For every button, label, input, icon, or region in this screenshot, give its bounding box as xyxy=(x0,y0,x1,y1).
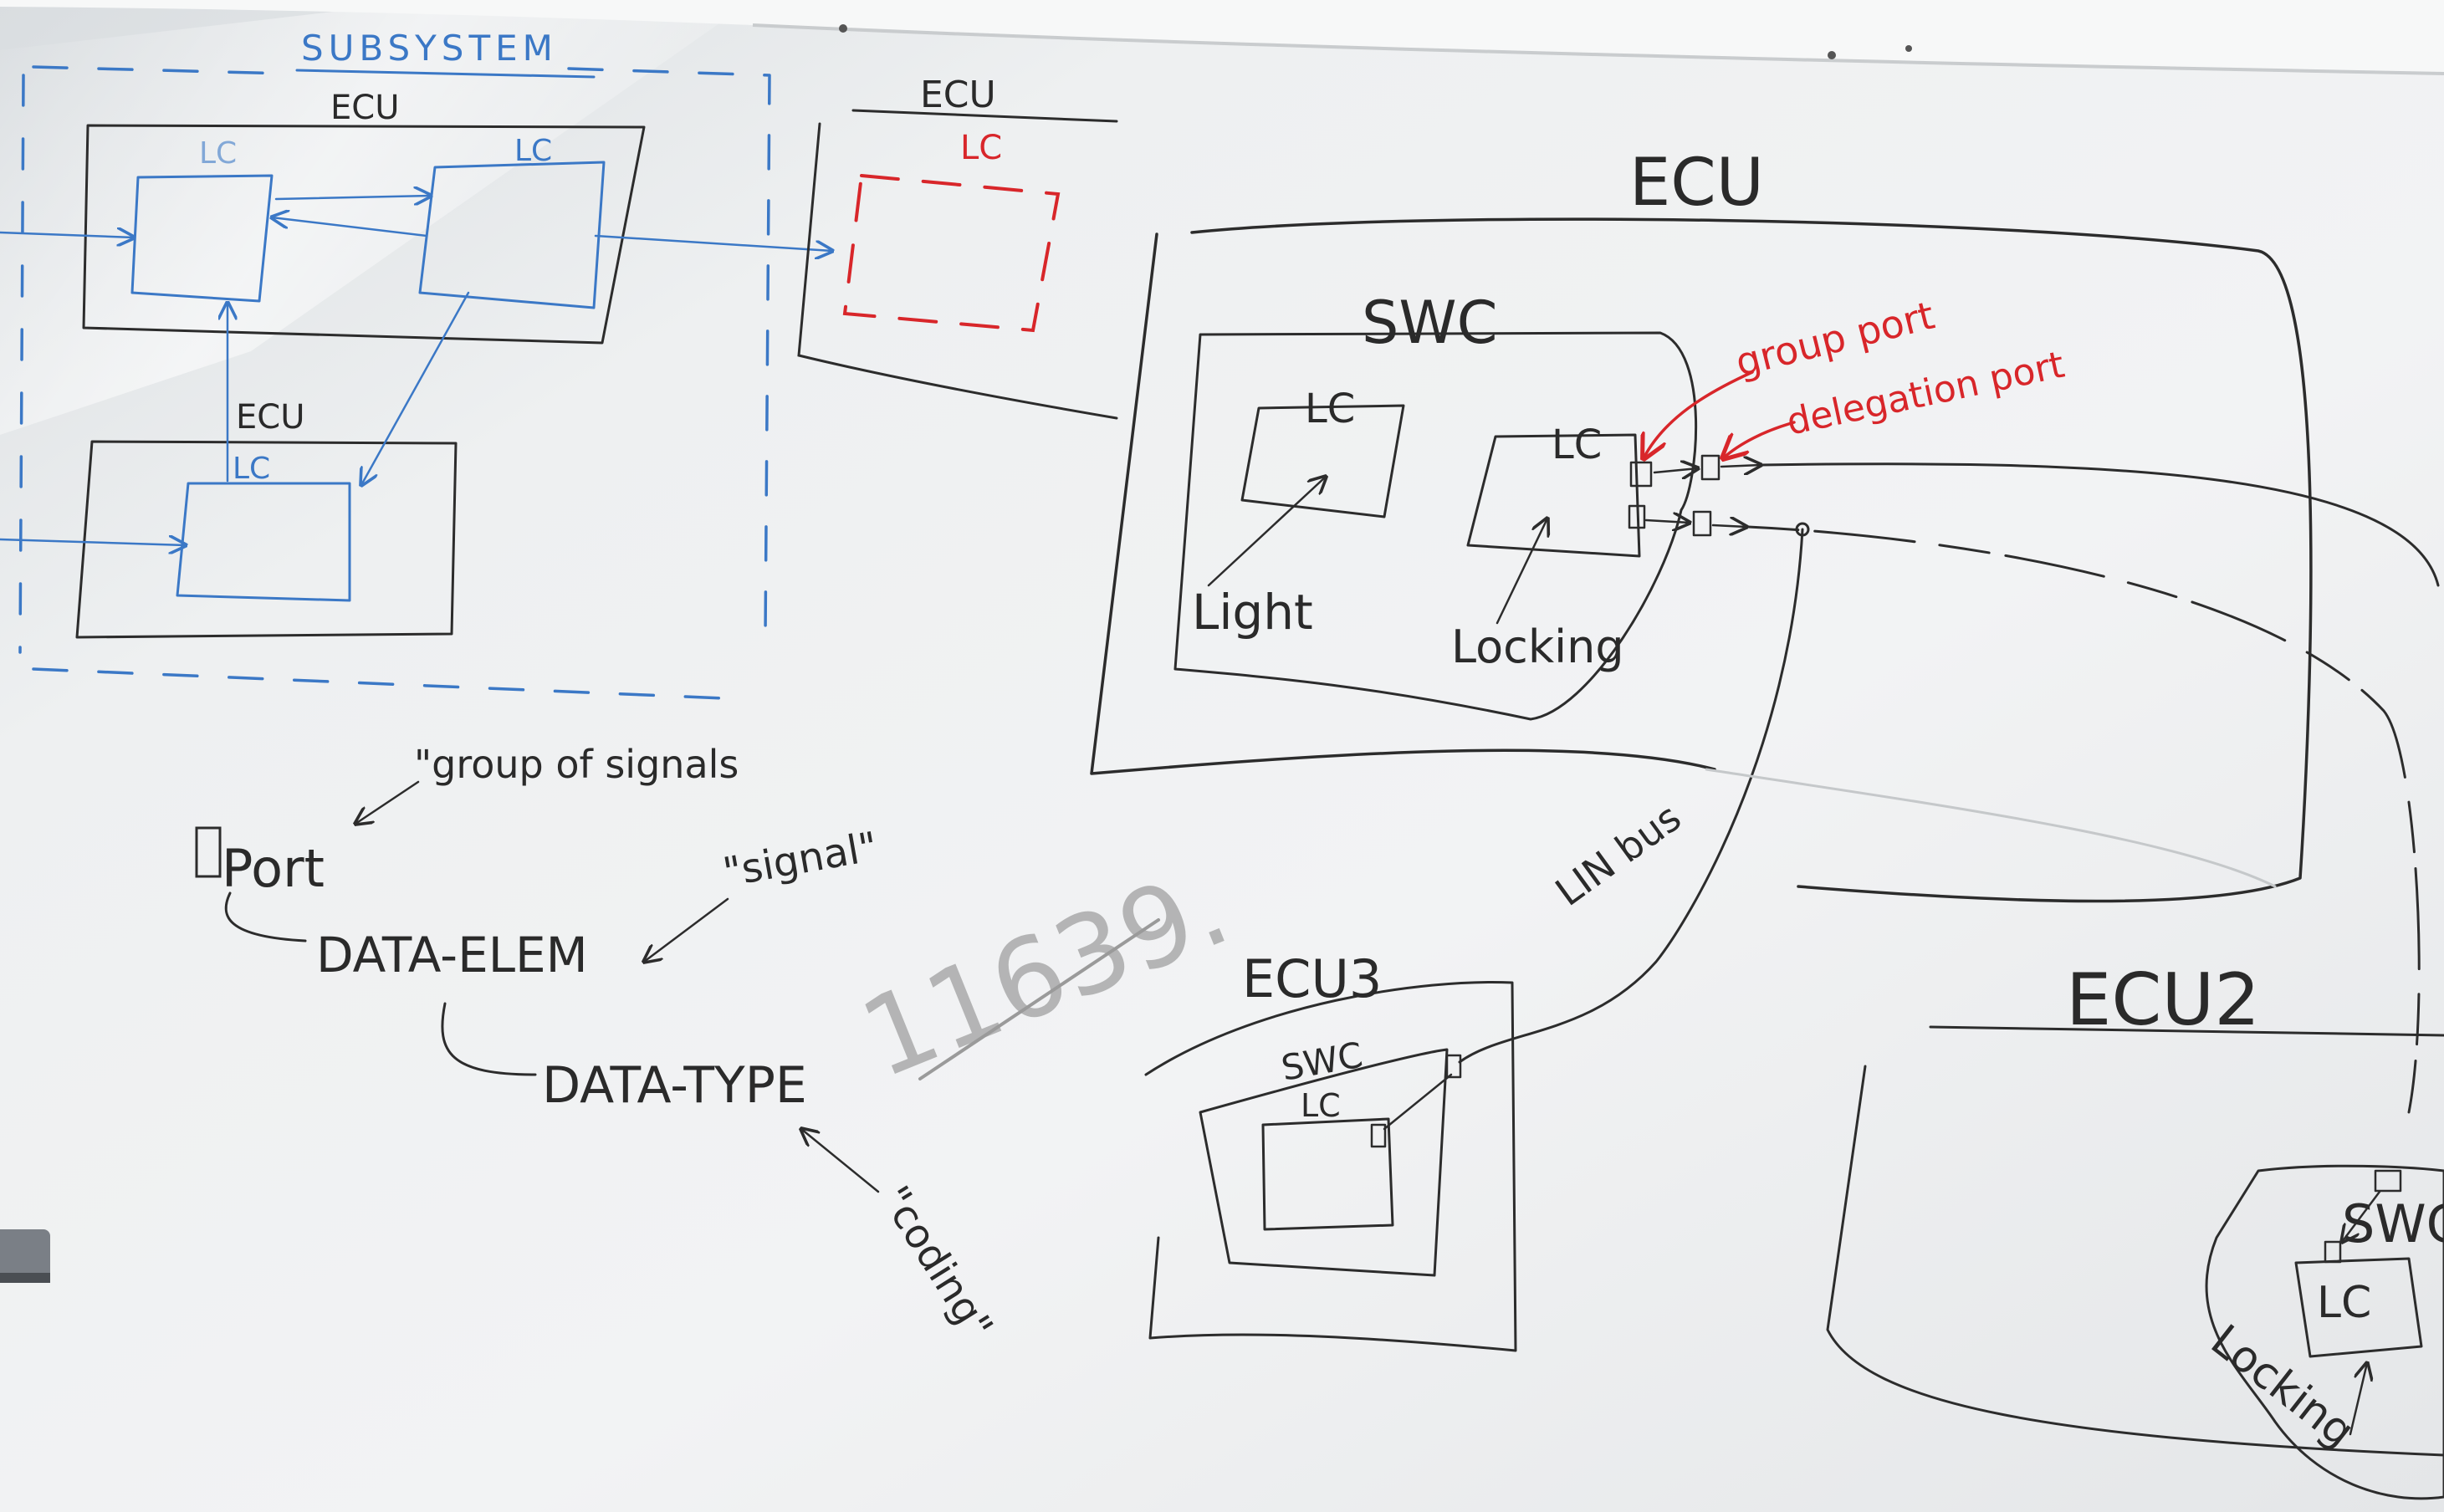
ecu-bottom-box xyxy=(75,440,458,639)
ecu3-lc-label: LC xyxy=(1301,1087,1341,1124)
port-icon xyxy=(1628,504,1646,529)
port-icon xyxy=(195,826,222,878)
ecu2-box xyxy=(1826,1065,2444,1457)
port-to-data-elem-connector xyxy=(224,891,307,942)
eraser-felt xyxy=(0,1273,50,1283)
red-lc-box xyxy=(842,173,1061,333)
frame-screw xyxy=(839,24,847,33)
port-out-1 xyxy=(1720,465,1761,467)
port-icon xyxy=(1692,510,1712,537)
swc-box xyxy=(1173,331,1698,721)
main-ecu-group: ECU SWC LC LC Light Locking xyxy=(1090,146,2440,1114)
ecu2-port-icon xyxy=(2374,1169,2402,1193)
ecu2-swc-label: SWC xyxy=(2342,1193,2444,1254)
ecu2-lc-port-icon xyxy=(2324,1240,2342,1264)
ecu2-lc-box xyxy=(2294,1257,2423,1358)
group-of-signals-arrow xyxy=(355,780,420,824)
ecu3-label: ECU3 xyxy=(1242,948,1382,1009)
ecu-to-red-ecu-arrow xyxy=(594,234,832,251)
lc-c-box xyxy=(176,482,351,602)
lc-b-to-lc-c-arrow xyxy=(361,291,470,485)
eraser xyxy=(0,1229,50,1280)
ecu3-lc-box xyxy=(1261,1117,1394,1231)
swc-label: SWC xyxy=(1362,289,1498,357)
port-label: Port xyxy=(222,838,325,899)
ecu-bottom-label: ECU xyxy=(236,398,304,437)
port-link-1 xyxy=(1653,468,1698,472)
light-arrow xyxy=(1207,477,1326,587)
group-port-arrow xyxy=(1644,370,1754,458)
subsystem-boundary xyxy=(32,65,771,701)
ghost-number-underline xyxy=(918,918,1160,1080)
red-ecu-box xyxy=(797,109,1118,420)
ecu3-port-link xyxy=(1383,1073,1453,1131)
external-input-arrow-2 xyxy=(0,539,186,545)
data-type-label: DATA-TYPE xyxy=(542,1056,807,1115)
lc-c-label: LC xyxy=(233,452,270,486)
ecu3-lc-port-icon xyxy=(1370,1123,1387,1148)
group-of-signals-note: "group of signals xyxy=(414,742,739,787)
ecu2-swc-box xyxy=(2205,1164,2444,1500)
main-ecu-box xyxy=(1090,217,2313,903)
ecu-to-ecu2-lower-connection xyxy=(1746,525,2421,1114)
frame-screw xyxy=(1905,45,1912,52)
signal-arrow xyxy=(644,897,729,962)
subsystem-label-underline xyxy=(295,69,596,79)
lc-b-label: LC xyxy=(514,134,552,168)
ecu-top-label: ECU xyxy=(330,89,399,127)
lin-bus-node xyxy=(1795,522,1810,537)
ecu-to-ecu2-connection xyxy=(1759,462,2440,587)
ecu3-port-icon xyxy=(1445,1054,1462,1079)
port-out-2 xyxy=(1711,525,1746,527)
ecu2-top-line xyxy=(1929,1025,2444,1037)
lc-b-box xyxy=(418,161,606,309)
ecu2-label: ECU2 xyxy=(2066,958,2260,1042)
red-ecu-label: ECU xyxy=(920,74,996,116)
port-link-2 xyxy=(1644,520,1690,523)
lc-b-to-lc-a-arrow xyxy=(272,217,428,238)
ecu3-swc-box xyxy=(1199,1048,1449,1277)
ecu2-port-link xyxy=(2342,1190,2381,1242)
ecu-top-box xyxy=(82,124,646,345)
lc-a-to-lc-b-arrow xyxy=(274,196,431,199)
lc-light-label: LC xyxy=(1305,386,1355,432)
lc-a-label: LC xyxy=(199,136,237,171)
ecu2-lc-label: LC xyxy=(2317,1278,2371,1328)
data-elem-label: DATA-ELEM xyxy=(316,927,588,983)
delegation-port-arrow xyxy=(1723,421,1796,458)
subsystem-label: SUBSYSTEM xyxy=(301,28,558,69)
locking-label: Locking xyxy=(1451,621,1624,673)
external-input-arrow xyxy=(0,232,134,238)
frame-screw xyxy=(1828,51,1836,59)
locking-arrow xyxy=(1496,518,1547,625)
red-ecu-group: ECU LC xyxy=(797,74,1118,420)
ecu2-locking-arrow xyxy=(2349,1363,2367,1436)
board-frame-edge xyxy=(752,23,2444,75)
data-elem-to-data-type-connector xyxy=(441,1002,537,1076)
faint-erased-line xyxy=(1705,768,2277,888)
delegation-port-icon xyxy=(1700,454,1721,481)
lc-locking-box xyxy=(1466,433,1641,558)
ecu3-group: ECU3 SWC LC xyxy=(1144,948,1517,1352)
main-ecu-label: ECU xyxy=(1629,146,1764,221)
light-label: Light xyxy=(1192,584,1313,641)
coding-arrow xyxy=(801,1129,880,1193)
ecu3-box xyxy=(1144,981,1517,1352)
subsystem-diagram: SUBSYSTEM ECU LC LC ECU LC xyxy=(0,28,832,701)
lc-a-box xyxy=(130,174,274,303)
lin-bus-line xyxy=(1458,528,1804,1064)
lc-light-box xyxy=(1240,404,1405,518)
light-glare xyxy=(0,0,753,435)
lc-locking-label: LC xyxy=(1552,421,1602,468)
red-lc-label: LC xyxy=(960,129,1002,167)
